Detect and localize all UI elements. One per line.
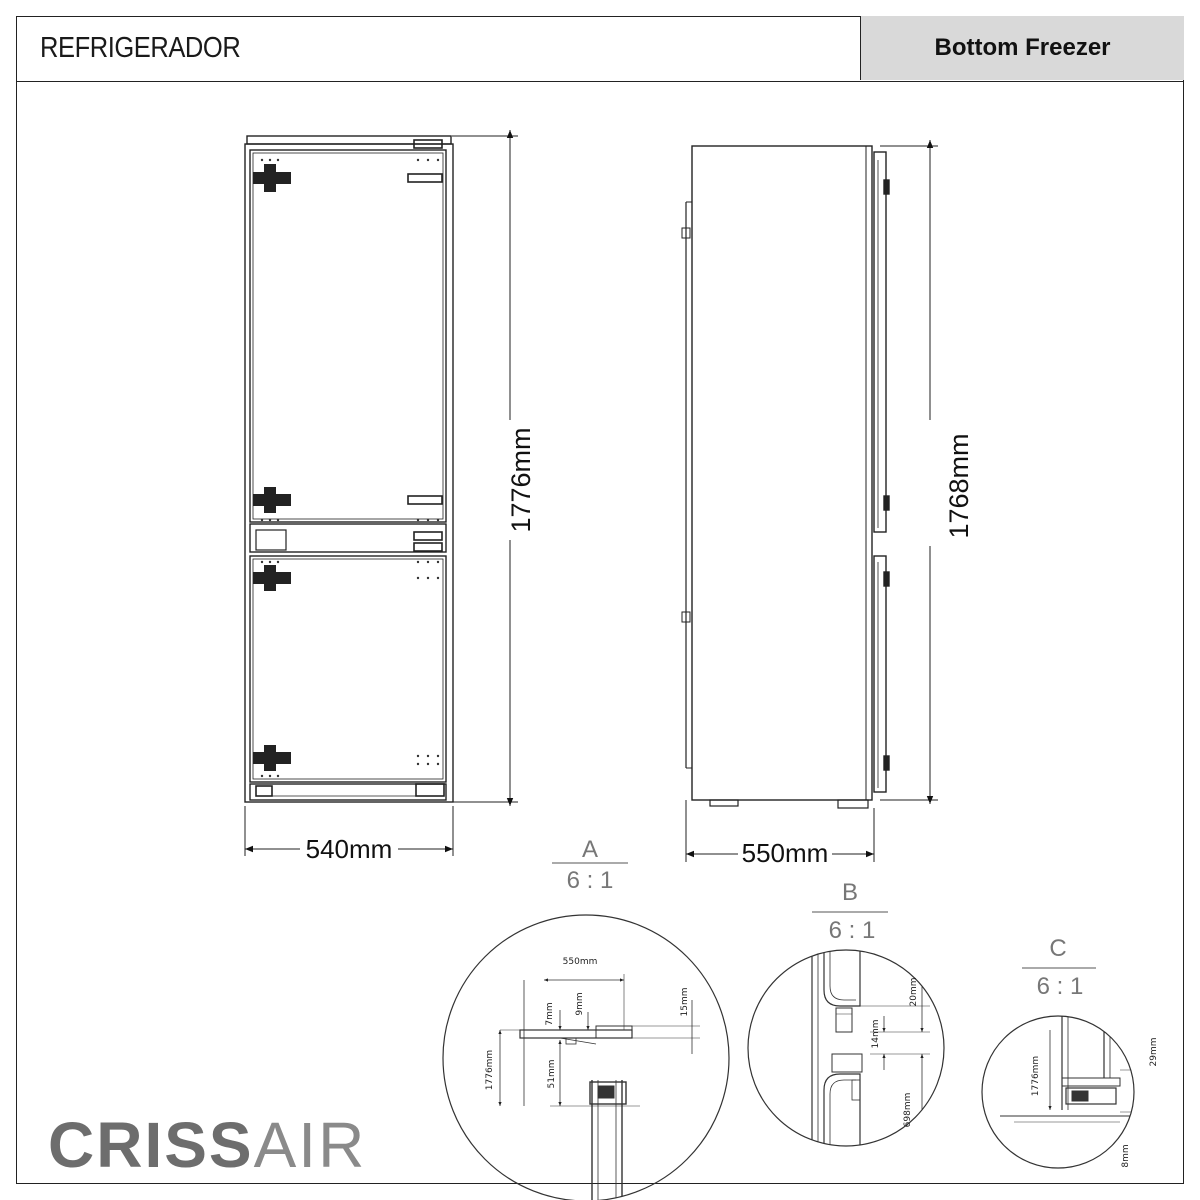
front-screw-dots (260, 158, 440, 778)
detail-b-14mm: 14mm (871, 1020, 881, 1049)
brand-logo: CRISSAIR (48, 1109, 367, 1181)
category-label: Bottom Freezer (860, 16, 1184, 80)
detail-a-9mm: 9mm (575, 992, 585, 1015)
detail-c-8mm: 8mm (1121, 1144, 1131, 1167)
detail-a-7mm: 7mm (545, 1002, 555, 1025)
upper-door-inner (252, 152, 444, 520)
title-block: REFRIGERADOR Bottom Freezer (16, 16, 1184, 82)
front-body-outline (244, 143, 454, 803)
detail-b-circle (747, 949, 945, 1147)
detail-a-51mm: 51mm (547, 1060, 557, 1089)
detail-a-circle (442, 914, 730, 1200)
front-view (244, 130, 518, 856)
detail-b-letter: B (842, 879, 858, 906)
control-panel (255, 529, 287, 551)
detail-b: B 6 : 1 20mm 14mm 698mm (747, 879, 945, 1147)
detail-c-29mm: 29mm (1149, 1038, 1159, 1067)
detail-b-20mm: 20mm (909, 978, 919, 1007)
front-brackets (255, 139, 445, 797)
side-view (681, 140, 938, 862)
detail-a-scale: 6 : 1 (567, 867, 614, 894)
front-width-label: 540mm (306, 834, 393, 864)
lower-door-inner (252, 558, 444, 780)
detail-c-1776mm: 1776mm (1031, 1056, 1041, 1096)
product-title: REFRIGERADOR (40, 32, 241, 64)
front-height-label: 1776mm (506, 427, 536, 532)
front-base (249, 783, 447, 801)
drawing-sheet (16, 16, 1184, 1184)
side-body-outline (691, 145, 873, 801)
detail-a-1776mm: 1776mm (485, 1050, 495, 1090)
detail-b-scale: 6 : 1 (829, 917, 876, 944)
upper-door (249, 149, 447, 523)
detail-c-scale: 6 : 1 (1037, 973, 1084, 1000)
lower-door (249, 555, 447, 783)
detail-a-15mm: 15mm (680, 988, 690, 1017)
detail-a-letter: A (582, 836, 598, 863)
side-lower-door (873, 555, 887, 793)
middle-divider (249, 523, 447, 553)
front-hinges (253, 164, 291, 771)
side-depth-label: 550mm (742, 838, 829, 868)
detail-c: C 6 : 1 1776mm 29mm 8mm (981, 935, 1159, 1169)
detail-b-698mm: 698mm (903, 1093, 913, 1128)
detail-a-depth: 550mm (563, 957, 598, 967)
detail-a: A 6 : 1 (442, 836, 730, 1200)
side-upper-door (873, 151, 887, 533)
detail-c-circle (981, 1015, 1135, 1169)
detail-c-letter: C (1049, 935, 1066, 962)
side-height-label: 1768mm (944, 433, 974, 538)
